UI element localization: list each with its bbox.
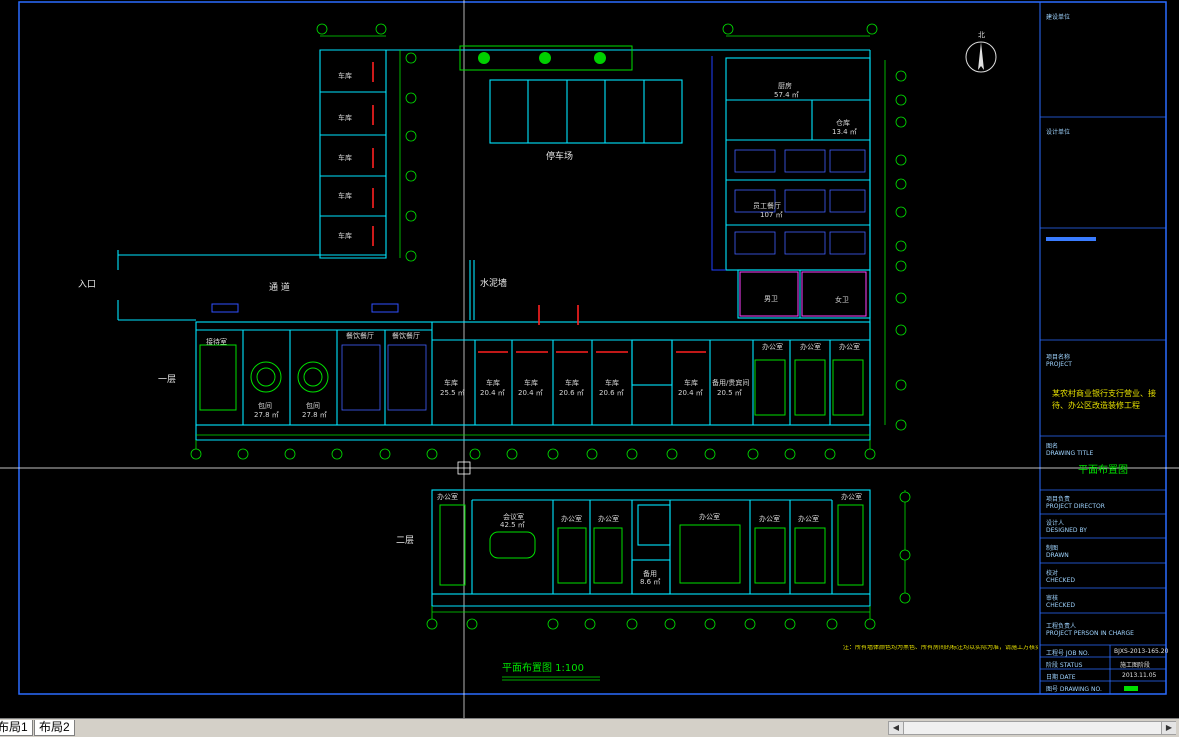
tb-row-cn: 项目负责 bbox=[1046, 496, 1071, 503]
tb-row-en: CHECKED bbox=[1046, 602, 1076, 609]
storage-area: 13.4 ㎡ bbox=[832, 128, 857, 136]
cement-wall-label: 水泥墙 bbox=[480, 279, 508, 289]
canteen-label: 员工餐厅 bbox=[753, 202, 781, 210]
garage-label: 车库 bbox=[338, 232, 352, 240]
room-name: 车库 bbox=[486, 379, 500, 387]
office-label: 办公室 bbox=[798, 515, 819, 523]
drawing-no-label: 图号 DRAWING NO. bbox=[1046, 686, 1102, 693]
garage-label: 车库 bbox=[338, 72, 352, 80]
parking-label: 停车场 bbox=[546, 152, 574, 162]
tb-row-en: DESIGNED BY bbox=[1046, 527, 1087, 534]
kitchen-label: 厨房 bbox=[778, 82, 792, 90]
floor2-label: 二层 bbox=[396, 536, 415, 546]
room-name: 车库 bbox=[524, 379, 538, 387]
date: 2013.11.05 bbox=[1122, 672, 1157, 679]
tb-row-cn: 审核 bbox=[1046, 595, 1059, 602]
spare-room-label: 备用 bbox=[643, 570, 657, 578]
private-room-label: 包间 bbox=[258, 402, 272, 410]
tb-row-en: PROJECT PERSON IN CHARGE bbox=[1046, 630, 1134, 637]
entrance-label: 入口 bbox=[78, 280, 97, 290]
construction-unit-label: 建设单位 bbox=[1046, 14, 1071, 21]
scroll-left-icon[interactable]: ◀ bbox=[889, 722, 904, 734]
cad-model-space[interactable]: 入口 通 道 停车场 水泥墙 一层 二层 北 车库 车库 车库 车库 车库 车库… bbox=[0, 0, 1179, 718]
horizontal-scrollbar[interactable]: ◀ ▶ bbox=[888, 721, 1176, 735]
passage-label: 通 道 bbox=[269, 283, 290, 293]
private-room-label: 包间 bbox=[306, 402, 320, 410]
office-label: 办公室 bbox=[699, 513, 720, 521]
tb-row-cn: 工程负责人 bbox=[1046, 623, 1077, 630]
bathroom-women-label: 女卫 bbox=[835, 296, 849, 304]
meeting-room-label: 会议室 bbox=[503, 513, 524, 521]
room-name: 车库 bbox=[565, 379, 579, 387]
garage-label: 车库 bbox=[338, 154, 352, 162]
drawing-note: 注：所有墙体颜色均为黑色、所有房间的标注均以实际为准，请施工方核实。 bbox=[843, 645, 1038, 651]
private-room-area: 27.8 ㎡ bbox=[254, 411, 279, 419]
private-room-area: 27.8 ㎡ bbox=[302, 411, 327, 419]
room-name: 备用/贵宾间 bbox=[712, 379, 750, 387]
room-name: 车库 bbox=[605, 379, 619, 387]
meeting-room-area: 42.5 ㎡ bbox=[500, 521, 525, 529]
drawing-title-label: 图名 bbox=[1046, 443, 1059, 450]
plan-title: 平面布置图 1:100 bbox=[502, 663, 584, 674]
status-label: 阶段 STATUS bbox=[1046, 662, 1083, 669]
design-unit-label: 设计单位 bbox=[1046, 129, 1071, 136]
office-label: 办公室 bbox=[800, 343, 821, 351]
tb-row-en: PROJECT DIRECTOR bbox=[1046, 503, 1105, 510]
status: 施工图阶段 bbox=[1120, 662, 1151, 669]
room-area: 25.5 ㎡ bbox=[440, 389, 465, 397]
job-no: BJXS-2013-165.20 bbox=[1114, 648, 1169, 655]
office-label: 办公室 bbox=[561, 515, 582, 523]
office-label: 办公室 bbox=[839, 343, 860, 351]
tb-row-en: CHECKED bbox=[1046, 577, 1076, 584]
floor1-label: 一层 bbox=[158, 375, 177, 385]
room-name: 车库 bbox=[684, 379, 698, 387]
drawing-title-en: DRAWING TITLE bbox=[1046, 450, 1094, 457]
project-name-en: PROJECT bbox=[1046, 361, 1072, 368]
room-area: 20.6 ㎡ bbox=[559, 389, 584, 397]
date-label: 日期 DATE bbox=[1046, 674, 1076, 681]
room-area: 20.5 ㎡ bbox=[717, 389, 742, 397]
office-label: 办公室 bbox=[841, 493, 862, 501]
room-name: 车库 bbox=[444, 379, 458, 387]
kitchen-area: 57.4 ㎡ bbox=[774, 91, 799, 99]
project-name-label: 项目名称 bbox=[1046, 354, 1071, 361]
drawing-title: 平面布置图 bbox=[1078, 465, 1128, 476]
canteen-area: 107 ㎡ bbox=[760, 211, 783, 219]
dining-label: 餐饮餐厅 bbox=[346, 332, 374, 340]
layout-tab-bar: 布局1 布局2 ◀ ▶ bbox=[0, 718, 1179, 737]
storage-label: 仓库 bbox=[836, 119, 850, 127]
tb-row-cn: 制图 bbox=[1046, 545, 1059, 552]
reception-label: 接待室 bbox=[206, 338, 227, 346]
garage-label: 车库 bbox=[338, 192, 352, 200]
floor-plan-drawing bbox=[0, 0, 1179, 718]
scroll-right-icon[interactable]: ▶ bbox=[1161, 722, 1176, 734]
job-no-label: 工程号 JOB NO. bbox=[1046, 650, 1090, 657]
room-area: 20.4 ㎡ bbox=[678, 389, 703, 397]
office-label: 办公室 bbox=[598, 515, 619, 523]
spare-room-area: 8.6 ㎡ bbox=[640, 578, 661, 586]
room-area: 20.6 ㎡ bbox=[599, 389, 624, 397]
bathroom-men-label: 男卫 bbox=[764, 295, 778, 303]
room-area: 20.4 ㎡ bbox=[518, 389, 543, 397]
garage-label: 车库 bbox=[338, 114, 352, 122]
tb-row-cn: 校对 bbox=[1046, 570, 1059, 577]
north-label: 北 bbox=[978, 31, 985, 39]
tb-row-en: DRAWN bbox=[1046, 552, 1069, 559]
office-label: 办公室 bbox=[437, 493, 458, 501]
tab-layout2[interactable]: 布局2 bbox=[34, 720, 75, 736]
office-label: 办公室 bbox=[762, 343, 783, 351]
office-label: 办公室 bbox=[759, 515, 780, 523]
dining-label: 餐饮餐厅 bbox=[392, 332, 420, 340]
tb-row-cn: 设计人 bbox=[1046, 520, 1065, 527]
room-area: 20.4 ㎡ bbox=[480, 389, 505, 397]
project-name: 某农村商业银行支行营业、接待、办公区改造装修工程 bbox=[1052, 389, 1156, 410]
tab-layout1[interactable]: 布局1 bbox=[0, 720, 33, 736]
